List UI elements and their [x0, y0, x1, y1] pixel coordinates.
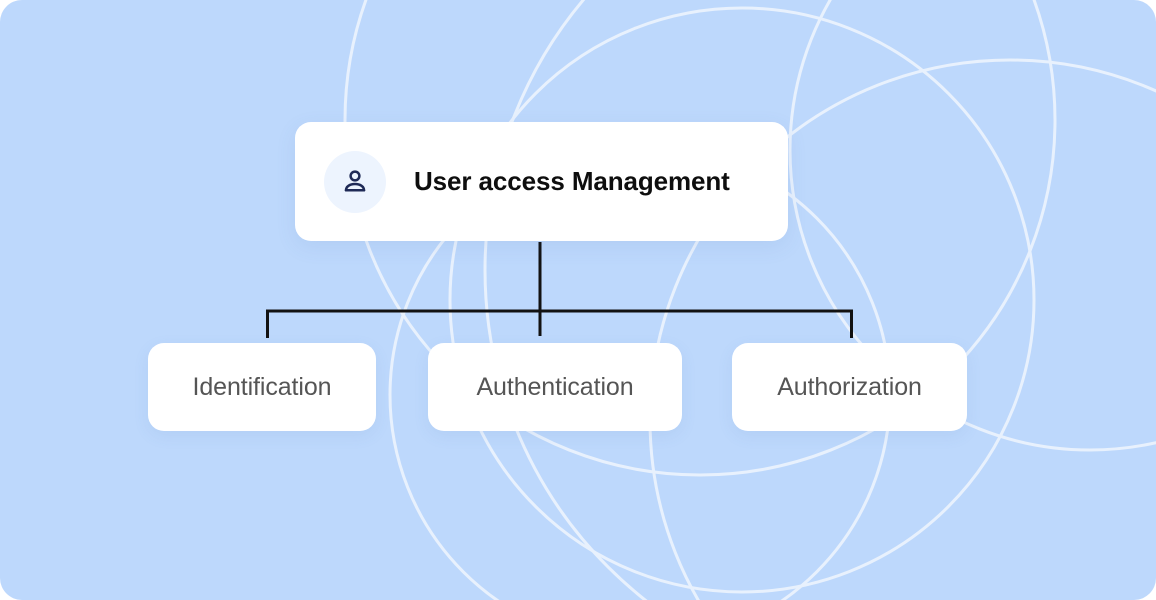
child-node-label: Identification — [192, 372, 332, 401]
child-node-card-authorization[interactable]: Authorization — [732, 343, 967, 431]
user-icon-badge — [324, 150, 386, 213]
root-node-card[interactable]: User access Management — [295, 122, 788, 241]
child-node-card-authentication[interactable]: Authentication — [428, 343, 682, 431]
root-node-label: User access Management — [414, 166, 730, 196]
user-icon — [344, 169, 366, 191]
child-node-label: Authorization — [777, 372, 922, 401]
child-node-label: Authentication — [476, 372, 634, 401]
child-node-card-identification[interactable]: Identification — [148, 343, 376, 431]
